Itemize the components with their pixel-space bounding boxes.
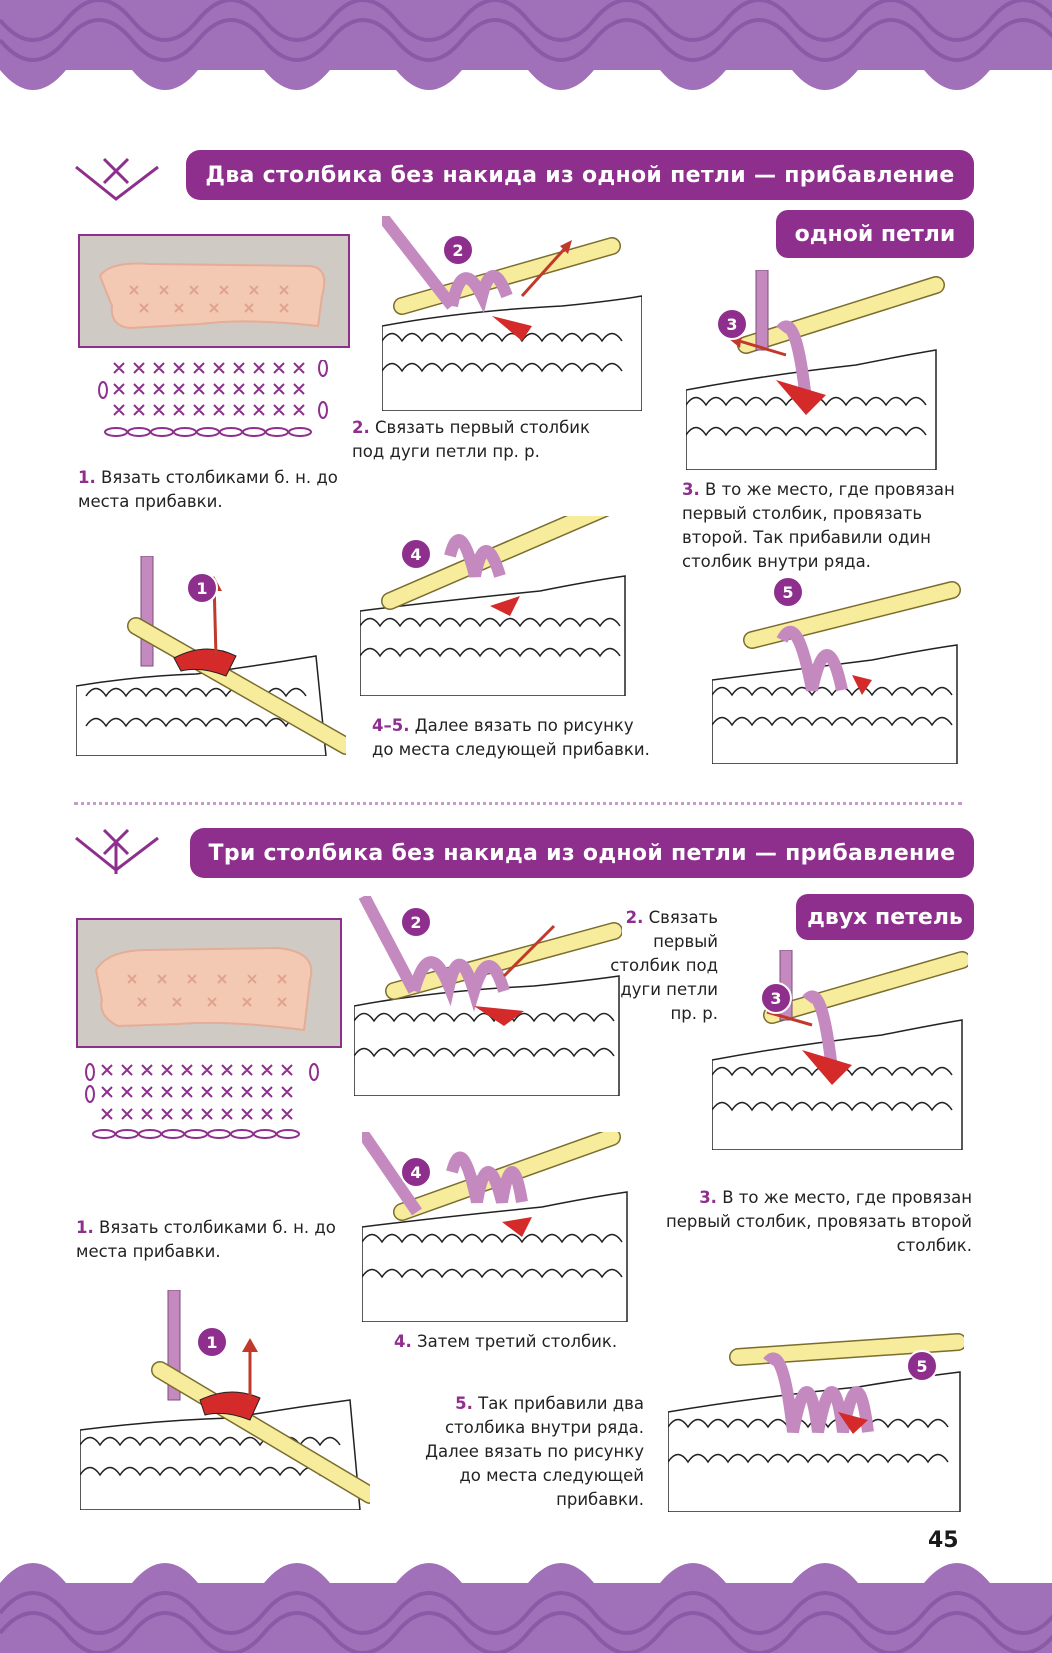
illustration-step5 [712,581,961,764]
section2-subtitle: двух петель [796,894,974,940]
step-badge-3: 3 [760,982,792,1014]
illustration-step4 [360,516,626,696]
top-ricrac-border [0,0,1052,90]
section1-step45-caption: 4–5. Далее вязать по рисунку до места сл… [372,716,650,759]
section2-title: Три столбика без накида из одной петли —… [190,828,974,878]
section1-title: Два столбика без накида из одной петли —… [186,150,974,200]
step-badge-4: 4 [400,1156,432,1188]
increase-symbol-icon [75,828,159,874]
sample-photo-2 [76,918,342,1048]
section2-step4-caption: 4. Затем третий столбик. [394,1332,618,1351]
step-badge-2: 2 [400,906,432,938]
step-badge-2: 2 [442,234,474,266]
stitch-chart-2 [85,1063,319,1139]
section2-step3-caption: 3. В то же место, где провязан первый ст… [665,1188,972,1255]
increase-symbol-icon [75,157,159,201]
step-badge-5: 5 [906,1350,938,1382]
illustration-s2-step5 [668,1333,964,1512]
section-divider [74,802,962,805]
section1-subtitle: одной петли [776,210,974,258]
bottom-ricrac-border [0,1563,1052,1653]
illustration-step3 [686,270,945,470]
step-badge-4: 4 [400,538,432,570]
section1-step2-caption: 2. Связать первый столбик под дуги петли… [352,418,590,461]
illustration-step1 [76,556,346,756]
section1-step1-caption: 1. Вязать столбиками б. н. до места приб… [78,468,338,511]
illustration-s2-step2 [354,896,622,1096]
illustration-s2-step1 [80,1290,370,1510]
section2-step1-caption: 1. Вязать столбиками б. н. до места приб… [76,1218,336,1261]
step-badge-1: 1 [196,1326,228,1358]
page-number: 45 [928,1528,959,1553]
section2-step5-caption: 5. Так прибавили два столбика внутри ряд… [425,1394,644,1509]
sample-photo-1 [78,234,350,348]
section2-step2-caption: 2. Связать первый столбик под дуги петли… [610,908,718,1023]
illustration-s2-step4 [362,1132,628,1322]
illustration-s2-step3 [712,950,968,1150]
stitch-chart-1 [98,360,328,437]
section1-step3-caption: 3. В то же место, где провязан первый ст… [682,480,955,571]
step-badge-1: 1 [186,572,218,604]
illustration-step2 [382,216,642,411]
step-badge-5: 5 [772,576,804,608]
step-badge-3: 3 [716,308,748,340]
